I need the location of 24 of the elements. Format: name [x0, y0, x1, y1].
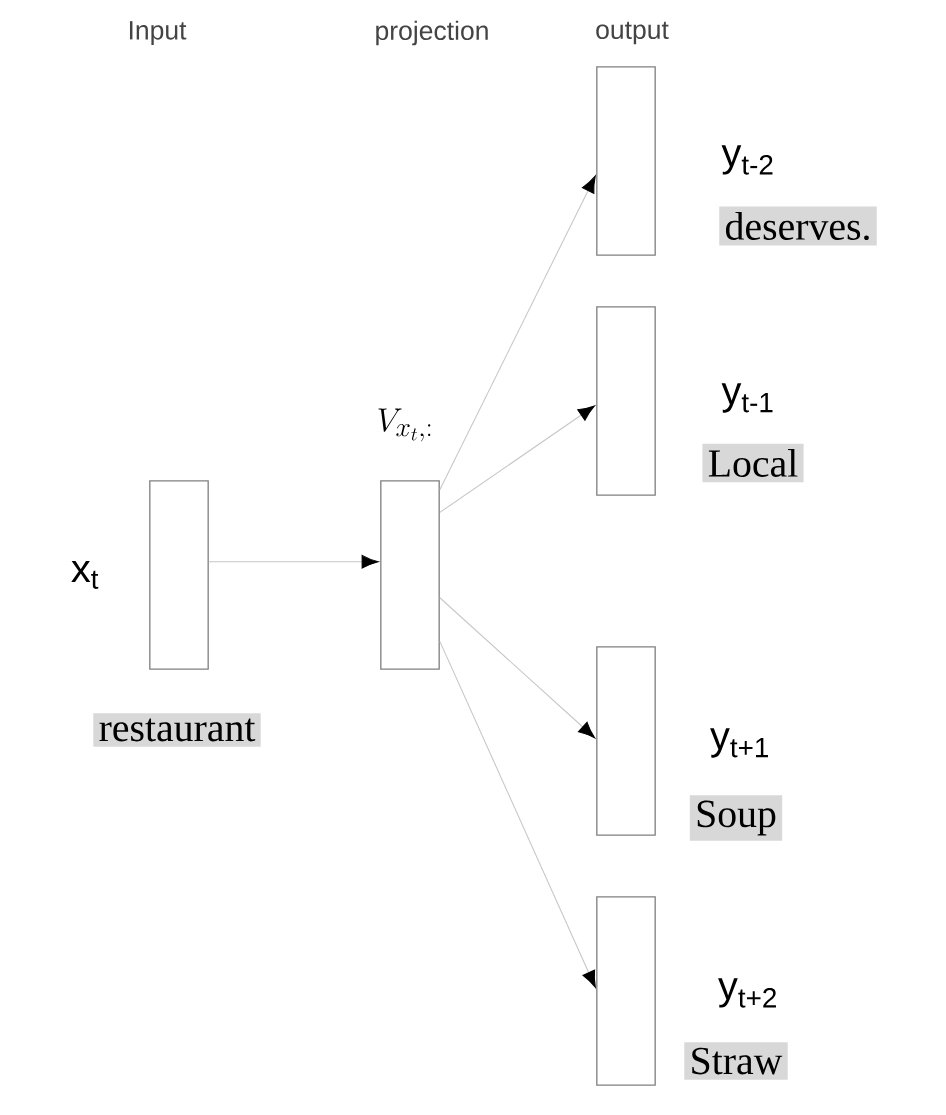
arrow	[439, 640, 596, 988]
word-label: deserves.	[719, 206, 877, 246]
word-label: restaurant	[93, 713, 261, 747]
layer-box	[380, 480, 440, 670]
variable-label: y$_{t+1}$	[710, 728, 768, 758]
arrow	[439, 405, 595, 513]
variable-label: y$_{t+2}$	[718, 978, 776, 1008]
word-label: Soup	[689, 795, 783, 841]
word-label: Straw	[684, 1042, 788, 1080]
layer-box	[596, 896, 656, 1086]
arrow	[439, 597, 596, 739]
variable-label: y$_{t-2}$	[721, 145, 773, 175]
layer-box	[596, 306, 656, 496]
column-heading: Input	[129, 21, 187, 45]
word-label: Local	[702, 443, 804, 483]
column-heading: projection	[376, 20, 488, 46]
arrow	[208, 554, 379, 569]
variable-label: x$_{t}$	[71, 561, 99, 589]
layer-box	[596, 66, 656, 256]
variable-label: y$_{t-1}$	[721, 383, 773, 413]
layer-box	[596, 646, 656, 836]
layer-box	[149, 480, 209, 670]
arrow	[439, 175, 596, 491]
projection-label: $V_{x_t,:}$	[378, 408, 431, 442]
